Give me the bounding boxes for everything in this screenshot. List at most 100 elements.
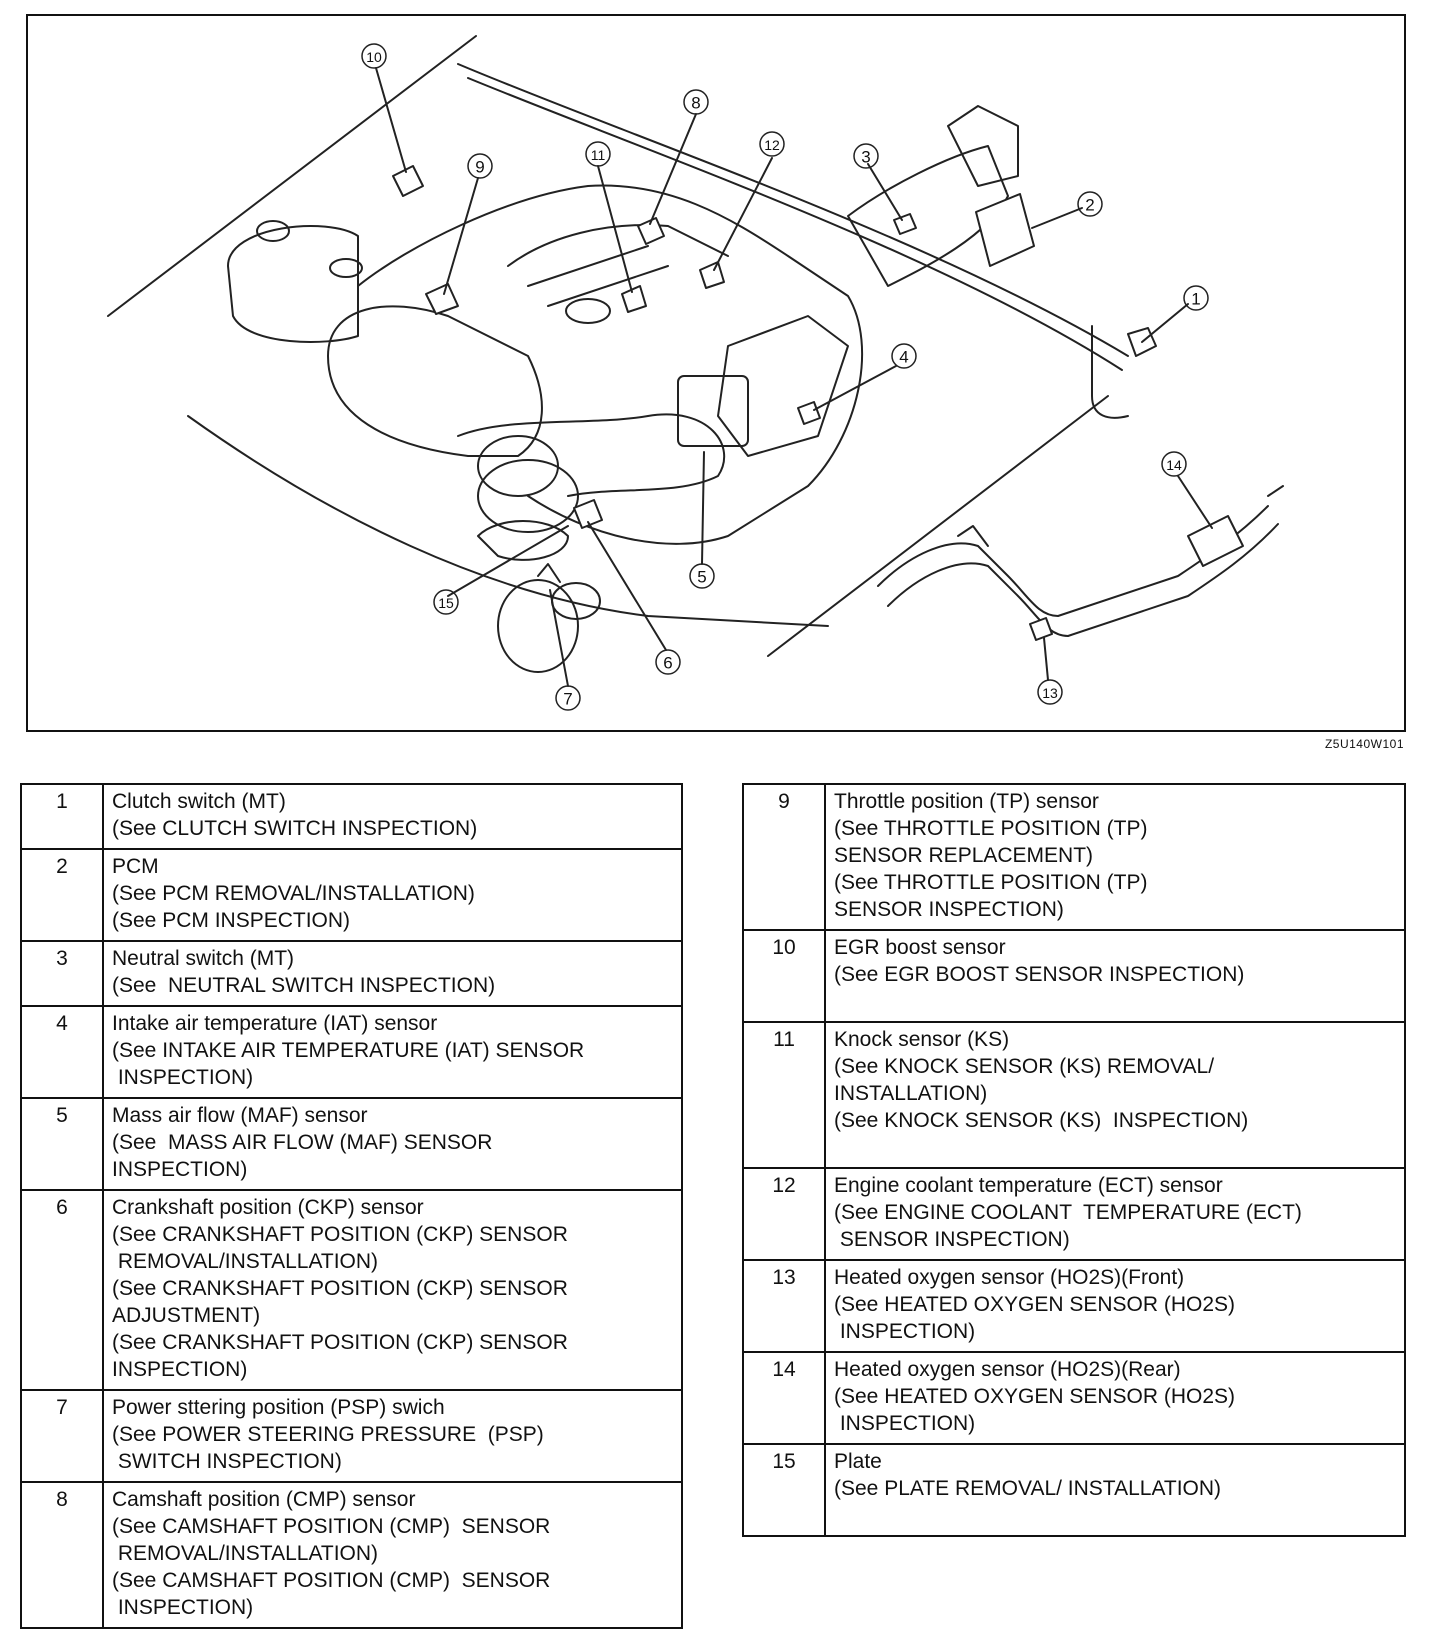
legend-item-number: 7 xyxy=(20,1389,104,1483)
legend-line xyxy=(834,988,1396,1015)
callout-2-marker xyxy=(1077,191,1103,217)
legend-line: (See HEATED OXYGEN SENSOR (HO2S) xyxy=(834,1385,1236,1408)
legend-line: INSPECTION) xyxy=(112,1066,254,1089)
legend-item-description: Clutch switch (MT) (See CLUTCH SWITCH INS… xyxy=(102,783,683,850)
legend-line: Mass air flow (MAF) sensor xyxy=(112,1104,368,1127)
callout-2: 2 xyxy=(1085,196,1094,215)
callout-10: 10 xyxy=(366,49,382,65)
legend-line: INSPECTION) xyxy=(112,1158,248,1181)
legend-item-number: 6 xyxy=(20,1189,104,1391)
legend-line: (See KNOCK SENSOR (KS) INSPECTION) xyxy=(834,1109,1249,1132)
legend-item-number: 13 xyxy=(742,1259,826,1353)
legend-item-description: Mass air flow (MAF) sensor(See MASS AIR … xyxy=(102,1097,683,1191)
legend-line: (See CRANKSHAFT POSITION (CKP) SENSOR xyxy=(112,1223,568,1246)
callout-4: 4 xyxy=(899,348,908,367)
callout-15: 15 xyxy=(438,595,454,611)
legend-line: Neutral switch (MT) xyxy=(112,947,295,970)
pcm-box xyxy=(975,193,1035,267)
callout-5-marker xyxy=(689,563,715,589)
callout-8-marker xyxy=(683,89,709,115)
fender-line xyxy=(187,415,829,627)
legend-item-description: Engine coolant temperature (ECT) sensor(… xyxy=(824,1167,1406,1261)
legend-line: SENSOR INSPECTION) xyxy=(834,1228,1070,1251)
body-lower-line xyxy=(767,395,1109,657)
legend-line: INSPECTION) xyxy=(834,1320,976,1343)
legend-line: (See POWER STEERING PRESSURE (PSP) xyxy=(112,1423,544,1446)
legend-line: Engine coolant temperature (ECT) sensor xyxy=(834,1174,1223,1197)
callout-4-marker xyxy=(891,343,917,369)
legend-line: (See EGR BOOST SENSOR INSPECTION) xyxy=(834,963,1245,986)
legend-line: INSPECTION) xyxy=(112,1596,254,1619)
callout-9-marker xyxy=(467,153,493,179)
legend-item-description: Knock sensor (KS) (See KNOCK SENSOR (KS) … xyxy=(824,1021,1406,1169)
legend-item-description: Heated oxygen sensor (HO2S)(Rear) (See HE… xyxy=(824,1351,1406,1445)
legend-line: (See CLUTCH SWITCH INSPECTION) xyxy=(112,817,478,840)
legend-line: Intake air temperature (IAT) sensor xyxy=(112,1012,438,1035)
callout-1: 1 xyxy=(1191,290,1200,309)
legend-line: PCM xyxy=(112,855,159,878)
legend-line: (See THROTTLE POSITION (TP) xyxy=(834,817,1148,840)
callout-8: 8 xyxy=(691,94,700,113)
legend-item-description: Crankshaft position (CKP) sensor(See CRA… xyxy=(102,1189,683,1391)
legend-item-description: Heated oxygen sensor (HO2S)(Front)(See H… xyxy=(824,1259,1406,1353)
legend-line: Heated oxygen sensor (HO2S)(Rear) xyxy=(834,1358,1181,1381)
callout-14: 14 xyxy=(1166,457,1182,473)
legend-item-description: Neutral switch (MT)(See NEUTRAL SWITCH I… xyxy=(102,940,683,1007)
legend-line: (See THROTTLE POSITION (TP) xyxy=(834,871,1148,894)
callout-9: 9 xyxy=(475,158,484,177)
legend-line: (See KNOCK SENSOR (KS) REMOVAL/ xyxy=(834,1055,1215,1078)
legend-line: ADJUSTMENT) xyxy=(112,1304,261,1327)
legend-item-number: 10 xyxy=(742,929,826,1023)
legend-item-number: 2 xyxy=(20,848,104,942)
air-cleaner xyxy=(717,315,849,457)
oil-cap xyxy=(565,298,611,324)
maf-sensor-body xyxy=(677,375,749,447)
legend-line: (See PCM INSPECTION) xyxy=(112,909,351,932)
legend-item-description: Camshaft position (CMP) sensor(See CAMSH… xyxy=(102,1481,683,1629)
legend-line: (See CRANKSHAFT POSITION (CKP) SENSOR xyxy=(112,1277,568,1300)
callout-12: 12 xyxy=(764,137,780,153)
legend-item-number: 8 xyxy=(20,1481,104,1629)
legend-line: (See CAMSHAFT POSITION (CMP) SENSOR xyxy=(112,1569,551,1592)
catalytic-converter xyxy=(1187,515,1244,567)
egr-sensor-body xyxy=(392,165,424,197)
reservoir-cap xyxy=(256,220,290,242)
legend-line: (See PCM REMOVAL/INSTALLATION) xyxy=(112,882,475,905)
legend-line: INSPECTION) xyxy=(112,1358,248,1381)
cowl-line xyxy=(457,63,1129,357)
legend-item-description: Intake air temperature (IAT) sensor (See … xyxy=(102,1005,683,1099)
cowl-line-inner xyxy=(467,77,1123,371)
callout-6: 6 xyxy=(663,654,672,673)
legend-line xyxy=(834,1502,1396,1529)
callout-7: 7 xyxy=(563,690,572,709)
legend-item-description: PCM (See PCM REMOVAL/INSTALLATION) (See PC… xyxy=(102,848,683,942)
callout-13: 13 xyxy=(1042,685,1058,701)
legend-line: (See CRANKSHAFT POSITION (CKP) SENSOR xyxy=(112,1331,568,1354)
transmission xyxy=(847,145,1009,287)
legend-item-description: Power sttering position (PSP) swich(See … xyxy=(102,1389,683,1483)
legend-line: SENSOR INSPECTION) xyxy=(834,898,1064,921)
legend-line: Knock sensor (KS) xyxy=(834,1028,1010,1051)
hood-left-edge xyxy=(107,35,477,317)
legend-line: Clutch switch (MT) xyxy=(112,790,286,813)
clutch-bracket xyxy=(1091,325,1129,419)
legend-item-number: 12 xyxy=(742,1167,826,1261)
legend-line: (See CAMSHAFT POSITION (CMP) SENSOR xyxy=(112,1515,551,1538)
callout-3: 3 xyxy=(861,148,870,167)
callout-12-marker xyxy=(759,131,785,157)
figure-code: Z5U140W101 xyxy=(1324,737,1404,751)
callout-15-marker xyxy=(433,589,459,615)
legend-line: INSTALLATION) xyxy=(834,1082,988,1105)
legend-item-number: 15 xyxy=(742,1443,826,1537)
legend-line: (See INTAKE AIR TEMPERATURE (IAT) SENSOR xyxy=(112,1039,585,1062)
pulley xyxy=(497,579,579,673)
